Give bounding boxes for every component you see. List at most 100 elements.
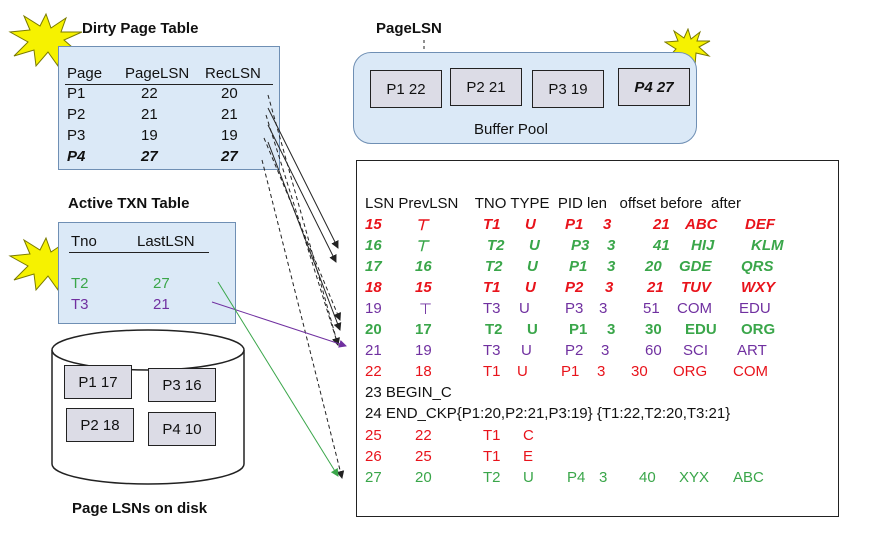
divider [69, 252, 209, 253]
log-lsn: 22 [365, 363, 382, 380]
dpt-row-page: P3 [67, 127, 86, 144]
log-type: E [523, 448, 534, 465]
dpt-row-pagelsn: 22 [141, 85, 158, 102]
log-tno: T2 [485, 321, 503, 338]
log-type: U [525, 279, 536, 296]
log-lsn: 25 [365, 427, 382, 444]
dpt-header-pagelsn: PageLSN [125, 65, 190, 82]
log-before: EDU [685, 321, 717, 338]
log-type: U [523, 469, 534, 486]
log-prevlsn: 20 [415, 469, 432, 486]
log-prevlsn: 16 [415, 258, 432, 275]
log-prevlsn: 19 [415, 342, 432, 359]
log-tno: T1 [483, 427, 501, 444]
disk-page: P4 10 [148, 412, 216, 446]
log-type: U [517, 363, 528, 380]
dirty-page-table-title: Dirty Page Table [82, 20, 199, 37]
log-row: 26 25 T1 E [357, 448, 837, 468]
dpt-row-pagelsn: 21 [141, 106, 158, 123]
att-header-tno: Tno [71, 233, 97, 250]
log-pid: P4 [567, 469, 586, 486]
log-before: XYX [679, 469, 710, 486]
log-tno: T3 [483, 342, 501, 359]
log-tno: T2 [487, 237, 505, 254]
log-lsn: 27 [365, 469, 382, 486]
dpt-row-pagelsn: 27 [141, 148, 158, 165]
log-prevlsn: ⊤ [415, 238, 429, 255]
log-len: 3 [599, 469, 608, 486]
dpt-row-reclsn: 19 [221, 127, 238, 144]
log-pid: P2 [565, 342, 584, 359]
log-tno: T2 [485, 258, 503, 275]
att-row-tno: T2 [71, 275, 89, 292]
log-after: WXY [741, 279, 776, 296]
log-tno: T3 [483, 300, 501, 317]
dpt-row-reclsn: 21 [221, 106, 238, 123]
log-type: C [523, 427, 534, 444]
att-row-tno: T3 [71, 296, 89, 313]
buffer-page: P2 21 [450, 68, 522, 106]
log-before: ORG [673, 363, 708, 380]
dpt-row-page: P4 [67, 148, 86, 165]
buffer-page: P1 22 [370, 70, 442, 108]
log-pid: P1 [569, 321, 588, 338]
log-row: 20 17 T2 U P1 3 30 EDU ORG [357, 321, 837, 341]
dpt-row-pagelsn: 19 [141, 127, 158, 144]
log-after: EDU [739, 300, 771, 317]
log-tno: T1 [483, 448, 501, 465]
divider [65, 84, 273, 85]
log-begin-checkpoint: 23 BEGIN_C [365, 384, 452, 401]
log-row: 22 18 T1 U P1 3 30 ORG COM [357, 363, 837, 383]
active-txn-table: Tno LastLSN T2 27 T3 21 [58, 222, 236, 324]
log-row: 27 20 T2 U P4 3 40 XYX ABC [357, 469, 837, 489]
log-type: U [527, 321, 538, 338]
log-len: 3 [599, 300, 608, 317]
star-burst-icon [8, 12, 83, 68]
log-type: U [529, 237, 540, 254]
log-type: U [519, 300, 530, 317]
buffer-page: P4 27 [618, 68, 690, 106]
log-type: U [521, 342, 532, 359]
log-offset: 30 [645, 321, 662, 338]
log-pid: P1 [565, 216, 584, 233]
log-prevlsn: 25 [415, 448, 432, 465]
disk-page: P3 16 [148, 368, 216, 402]
att-row-lastlsn: 21 [153, 296, 170, 313]
log-row: 15 ⊤ T1 U P1 3 21 ABC DEF [357, 216, 837, 236]
log-pid: P1 [569, 258, 588, 275]
dpt-row-reclsn: 20 [221, 85, 238, 102]
disk-page: P2 18 [66, 408, 134, 442]
log-lsn: 17 [365, 258, 382, 275]
log-row: 18 15 T1 U P2 3 21 TUV WXY [357, 279, 837, 299]
log-pid: P3 [571, 237, 590, 254]
log-len: 3 [597, 363, 606, 380]
log-offset: 30 [631, 363, 648, 380]
log-lsn: 15 [365, 216, 382, 233]
log-tno: T1 [483, 279, 501, 296]
log-prevlsn: 17 [415, 321, 432, 338]
log-lsn: 19 [365, 300, 382, 317]
log-type: U [525, 216, 536, 233]
log-before: ABC [685, 216, 718, 233]
log-tno: T1 [483, 363, 501, 380]
log-pid: P2 [565, 279, 584, 296]
log-len: 3 [601, 342, 610, 359]
log-row: 17 16 T2 U P1 3 20 GDE QRS [357, 258, 837, 278]
log-after: QRS [741, 258, 774, 275]
log-prevlsn: ⊤ [419, 301, 433, 318]
log-before: GDE [679, 258, 712, 275]
log-offset: 41 [653, 237, 670, 254]
log-tno: T2 [483, 469, 501, 486]
log-len: 3 [603, 216, 612, 233]
log-len: 3 [607, 237, 616, 254]
log-after: ART [737, 342, 767, 359]
log-records: LSN PrevLSN TNO TYPE PID len offset befo… [356, 160, 839, 517]
log-lsn: 20 [365, 321, 382, 338]
log-prevlsn: 22 [415, 427, 432, 444]
dpt-header-page: Page [67, 65, 103, 82]
log-before: COM [677, 300, 712, 317]
disk-label: Page LSNs on disk [72, 500, 208, 517]
buffer-pool-label: Buffer Pool [474, 121, 548, 138]
log-len: 3 [607, 258, 616, 275]
dpt-row-page: P2 [67, 106, 86, 123]
